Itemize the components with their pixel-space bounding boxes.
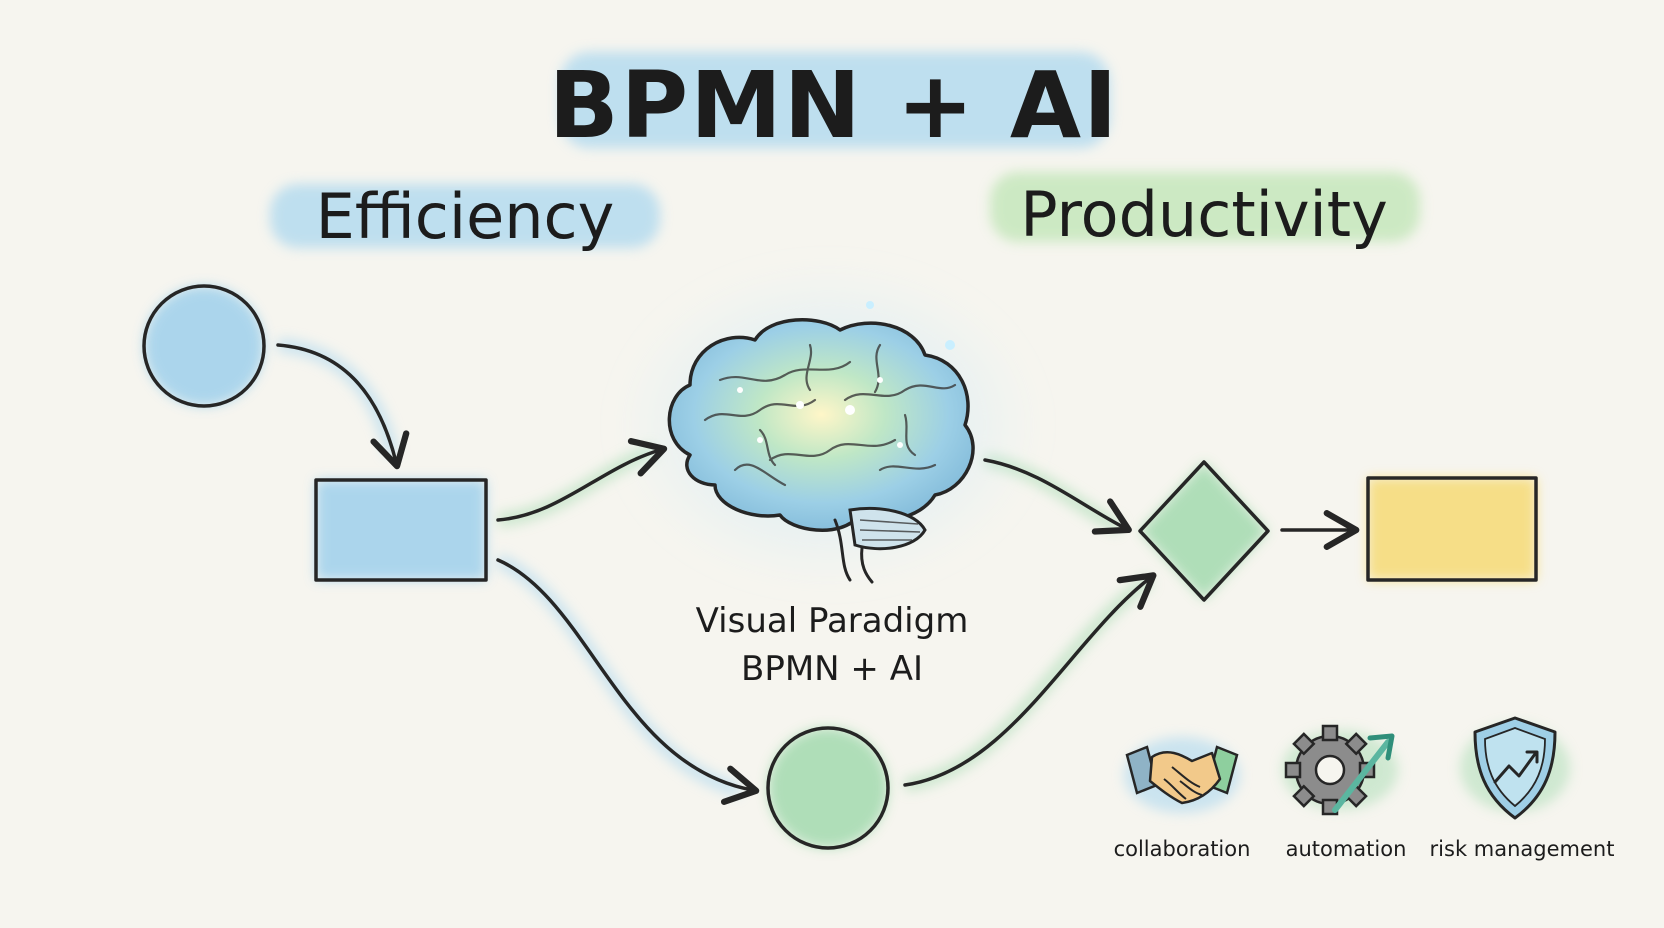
productivity-wash: [990, 172, 1420, 242]
benefit-label-collaboration: collaboration: [1114, 837, 1251, 861]
flow-brain-to-gateway: [983, 458, 1132, 535]
flow-task-to-brain: [496, 438, 668, 522]
center-caption-line2: BPMN + AI: [741, 649, 923, 689]
ai-brain-icon: [618, 265, 1038, 585]
shield-chart-icon: [1460, 716, 1570, 820]
flow-start-to-task: [276, 343, 410, 470]
intermediate-event-circle: [766, 726, 890, 850]
flow-task-to-event: [496, 558, 760, 805]
gear-growth-icon: [1282, 724, 1398, 816]
diagram-title: BPMN + AI: [549, 52, 1120, 159]
center-caption-line1: Visual Paradigm: [696, 601, 969, 641]
flow-event-to-gateway: [903, 572, 1157, 787]
gateway-diamond: [1138, 460, 1270, 602]
task-box-yellow: [1366, 476, 1538, 582]
benefit-label-risk-management: risk management: [1430, 837, 1615, 861]
sequence-flows: [276, 343, 1360, 805]
productivity-heading: Productivity: [1020, 178, 1388, 251]
handshake-icon: [1124, 737, 1240, 813]
benefit-label-automation: automation: [1286, 837, 1407, 861]
efficiency-wash: [270, 184, 660, 248]
title-wash: [560, 52, 1110, 148]
task-box-blue: [314, 478, 488, 582]
efficiency-heading: Efficiency: [316, 180, 615, 253]
start-event-circle: [142, 284, 266, 408]
